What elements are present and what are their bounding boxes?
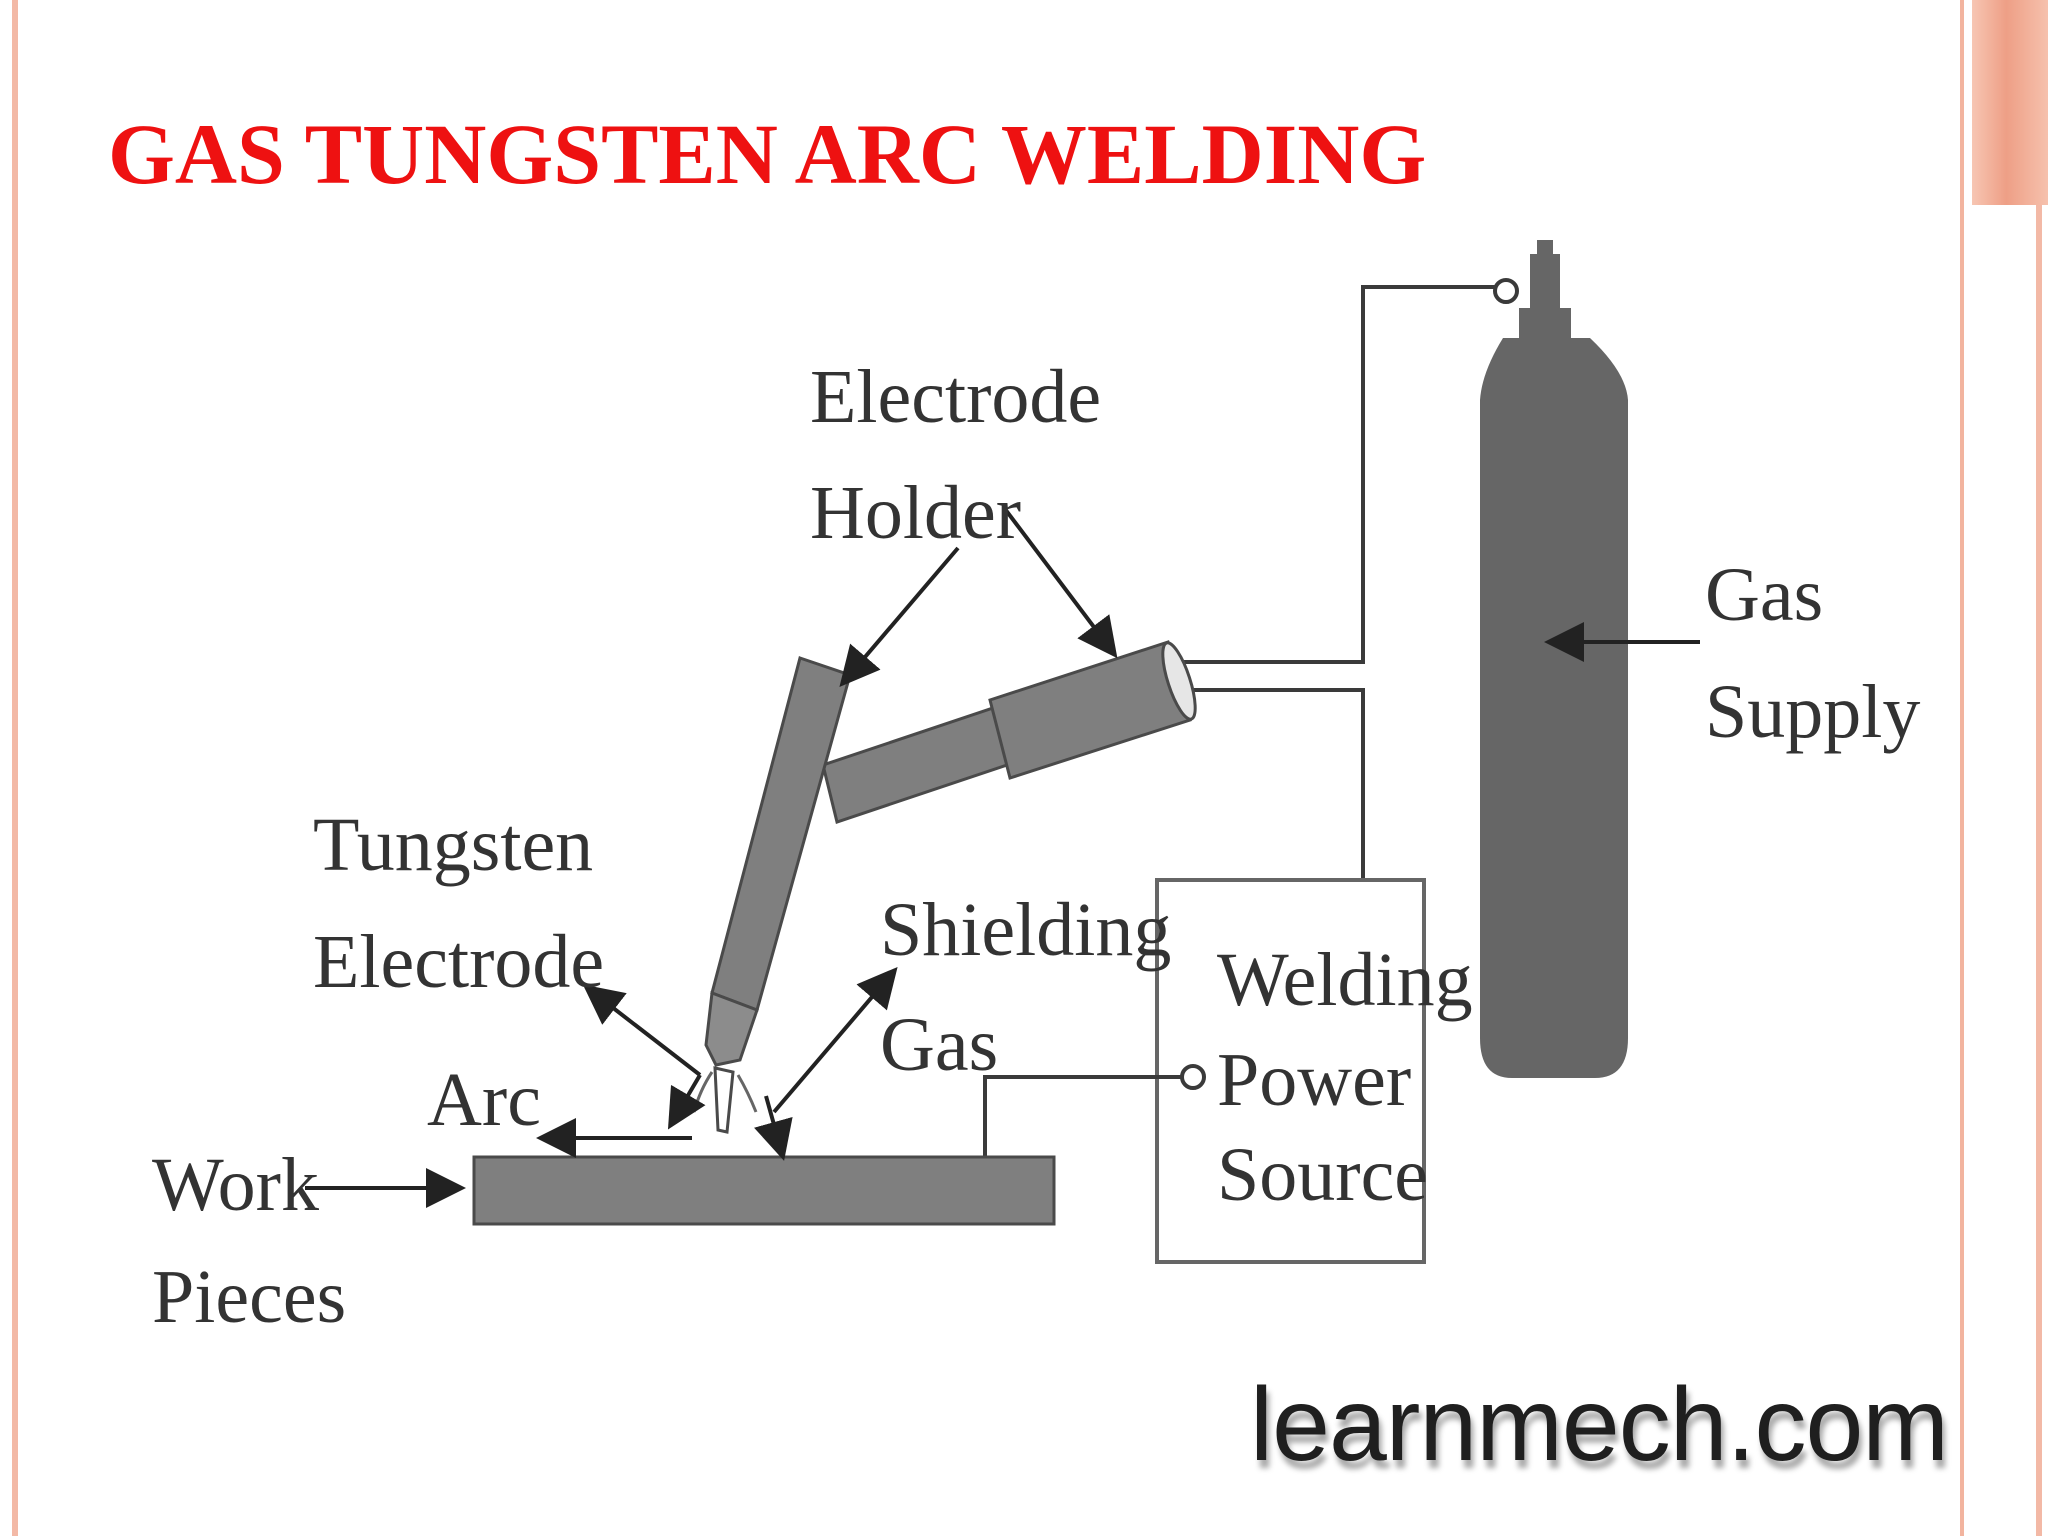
arrow-shielding-gas-to-plate [754, 1095, 793, 1161]
label-gas-supply-line2: Supply [1705, 670, 1920, 754]
cylinder-neck [1519, 308, 1571, 338]
tungsten-electrode-tip [713, 1066, 735, 1134]
watermark-text: learnmech.com [1250, 1367, 1949, 1483]
cylinder-valve [1530, 254, 1560, 308]
torch-barrel [710, 656, 852, 1012]
label-shielding-gas-line1: Shielding [880, 888, 1171, 972]
label-electrode-holder-line1: Electrode [810, 355, 1101, 439]
torch-nozzle [704, 990, 759, 1067]
cylinder-valve-stem [1537, 240, 1553, 254]
torch-power-cable [1180, 688, 1365, 908]
slide-border-right-inner-line [2036, 205, 2042, 1536]
torch-connector [821, 701, 1024, 824]
arrow-tungsten-to-tip [667, 1073, 706, 1130]
cylinder-valve-outlet [1493, 278, 1519, 304]
power-source-terminal-side [1180, 1064, 1206, 1090]
slide-border-right-line [1960, 0, 1964, 1536]
arrow-holder-to-grip [1003, 507, 1118, 659]
workpiece-plate [472, 1155, 1056, 1226]
label-arc: Arc [427, 1058, 541, 1142]
welding-power-source-box [1155, 878, 1426, 1264]
torch-handle [821, 640, 1197, 824]
slide-title: GAS TUNGSTEN ARC WELDING [108, 106, 1427, 202]
shielding-gas-flow-right [736, 1074, 758, 1113]
ground-cable [983, 1075, 1182, 1157]
label-work-pieces-line1: Work [152, 1143, 319, 1227]
arrow-shielding-gas [772, 966, 898, 1114]
label-work-pieces-line2: Pieces [152, 1255, 346, 1339]
slide-border-right-band [1972, 0, 2048, 205]
slide-border-left [12, 0, 18, 1536]
torch-grip [988, 640, 1192, 780]
label-welding-power-source-line2: Power [1217, 1038, 1411, 1122]
label-welding-power-source-line1: Welding [1217, 938, 1473, 1022]
cylinder-body [1480, 338, 1628, 1078]
arrow-holder-to-barrel [839, 546, 960, 688]
arrow-tungsten-electrode [582, 984, 702, 1077]
label-electrode-holder-line2: Holder [810, 471, 1021, 555]
gas-hose [1180, 285, 1495, 664]
label-tungsten-electrode-line1: Tungsten [313, 803, 593, 887]
gas-cylinder [1480, 240, 1628, 1078]
label-tungsten-electrode-line2: Electrode [313, 920, 604, 1004]
label-welding-power-source-line3: Source [1217, 1133, 1428, 1217]
label-gas-supply-line1: Gas [1705, 553, 1823, 637]
label-shielding-gas-line2: Gas [880, 1003, 998, 1087]
torch-body [692, 656, 852, 1134]
torch-grip-end [1161, 641, 1197, 721]
